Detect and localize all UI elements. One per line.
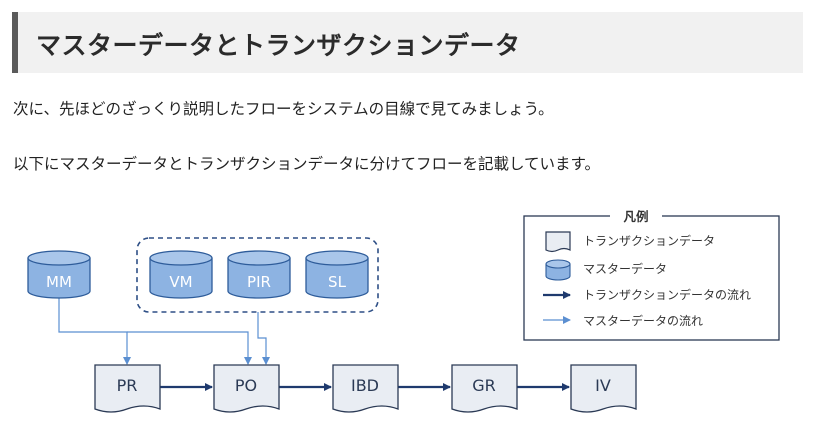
document-icon [570, 364, 637, 413]
document-label: IV [595, 376, 611, 395]
document-label: IBD [351, 376, 379, 395]
database-mm: MM [27, 250, 91, 299]
legend-title: 凡例 [623, 209, 648, 224]
database-label: MM [46, 273, 72, 291]
document-iv: IV [570, 364, 637, 413]
document-icon [332, 364, 399, 413]
master-flow-group-po [257, 312, 270, 365]
database-icon [305, 258, 369, 299]
database-icon [149, 258, 213, 299]
document-pr: PR [94, 364, 161, 413]
database-icon [227, 258, 291, 299]
document-icon [451, 364, 518, 413]
document-po: PO [213, 364, 280, 413]
master-data-flows [58, 297, 270, 365]
legend-label: トランザクションデータの流れ [583, 287, 751, 302]
master-flow-mm-po [127, 331, 252, 365]
section-heading: マスターデータとトランザクションデータ [12, 12, 803, 73]
document-icon [213, 364, 280, 413]
document-icon [545, 231, 571, 253]
document-ibd: IBD [332, 364, 399, 413]
document-label: GR [472, 376, 496, 395]
legend-label: マスターデータ [583, 261, 667, 276]
database-vm: VM [149, 250, 213, 299]
document-label: PR [117, 376, 138, 395]
database-label: SL [328, 273, 347, 291]
document-icon [94, 364, 161, 413]
intro-paragraph: 次に、先ほどのざっくり説明したフローをシステムの目線で見てみましょう。 [13, 100, 554, 118]
legend-label: マスターデータの流れ [583, 313, 703, 328]
legend-label: トランザクションデータ [583, 233, 715, 248]
database-label: PIR [247, 273, 271, 291]
legend: 凡例 トランザクションデータ マスターデータ トランザクションデータの流れ マス… [523, 208, 780, 341]
database-icon [27, 258, 91, 299]
database-sl: SL [305, 250, 369, 299]
database-pir: PIR [227, 250, 291, 299]
section-title: マスターデータとトランザクションデータ [36, 31, 521, 60]
master-data-group [136, 237, 379, 313]
description-paragraph: 以下にマスターデータとトランザクションデータに分けてフローを記載しています。 [13, 155, 600, 173]
database-label: VM [169, 273, 192, 291]
document-gr: GR [451, 364, 518, 413]
master-flow-mm-pr [58, 297, 131, 365]
document-label: PO [235, 376, 257, 395]
